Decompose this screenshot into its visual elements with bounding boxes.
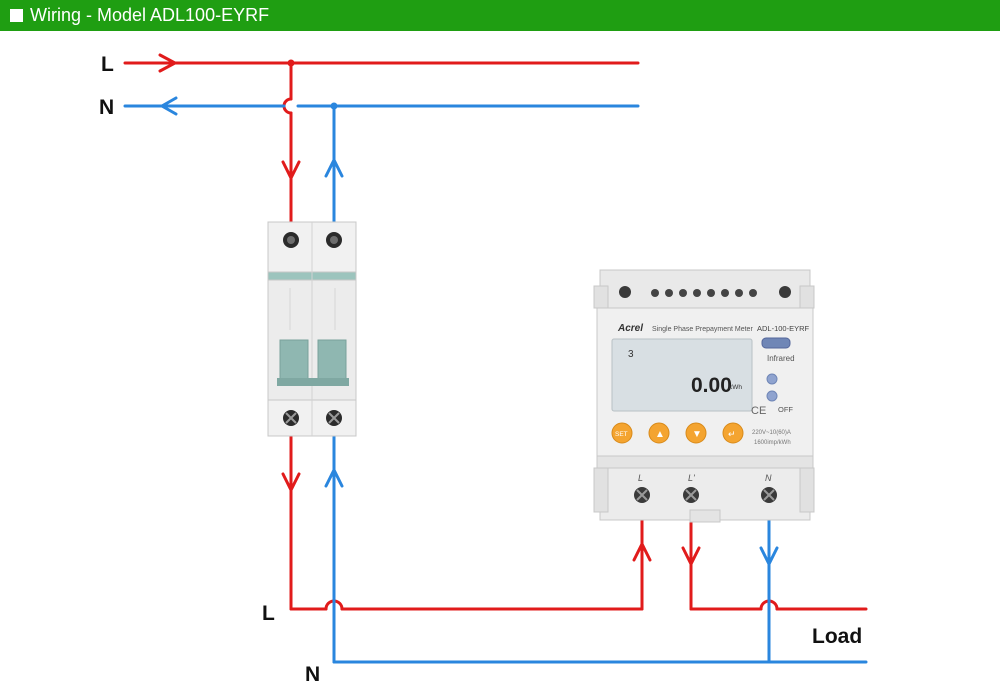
meter-model: ADL-100-EYRF	[757, 324, 810, 333]
header-bar: Wiring - Model ADL100-EYRF	[0, 0, 1000, 31]
terminal-label-l: L	[638, 473, 643, 483]
header-square-icon	[10, 9, 23, 22]
breaker-neutral-out-wire	[324, 434, 868, 664]
infrared-label: Infrared	[767, 354, 795, 363]
load-label: Load	[812, 625, 862, 648]
meter-brand: Acrel	[617, 323, 643, 334]
supply-neutral-label: N	[99, 96, 114, 119]
down-button-label: ▼	[692, 429, 702, 440]
meter-description: Single Phase Prepayment Meter	[652, 326, 753, 333]
circuit-breaker	[267, 221, 357, 437]
rating-line-2: 1600imp/kWh	[754, 440, 791, 446]
lcd-unit: kWh	[729, 384, 742, 391]
ce-mark: CE	[751, 405, 766, 417]
supply-live-label: L	[101, 53, 114, 76]
supply-neutral-wire	[123, 96, 640, 224]
supply-live-wire	[123, 53, 640, 224]
rating-line-1: 220V~10(60)A	[752, 430, 791, 436]
header-title: Wiring - Model ADL100-EYRF	[30, 5, 270, 25]
terminal-label-n: N	[765, 473, 772, 483]
up-button-label: ▲	[655, 429, 665, 440]
out-neutral-label: N	[305, 663, 320, 686]
off-label: OFF	[778, 405, 793, 414]
enter-button-label: ↵	[728, 429, 736, 439]
terminal-label-l-prime: L'	[688, 473, 695, 483]
breaker-live-out-wire	[281, 434, 652, 611]
lcd-indicator-digit: 3	[628, 349, 634, 360]
set-button-label: SET	[615, 431, 628, 438]
lcd-value: 0.00	[691, 374, 732, 397]
out-live-label: L	[262, 602, 275, 625]
meter-neutral-wire	[759, 503, 779, 664]
energy-meter: Acrel Single Phase Prepayment Meter ADL-…	[593, 269, 815, 523]
